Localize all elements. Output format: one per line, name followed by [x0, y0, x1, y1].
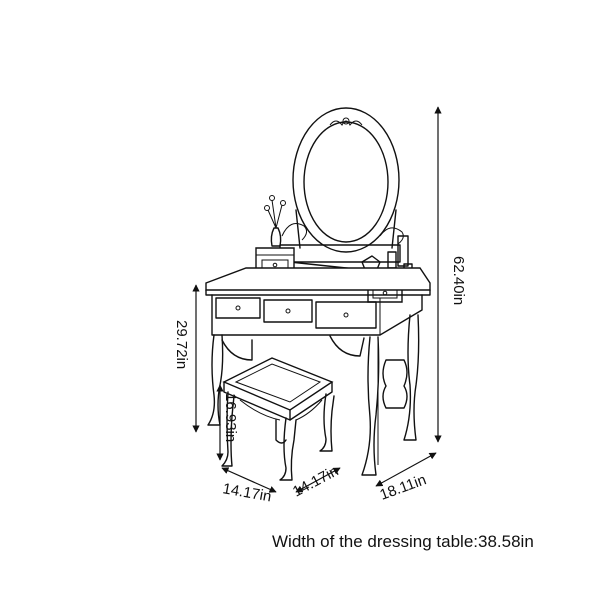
- front-drawer-left: [215, 297, 261, 319]
- table-top: [205, 267, 431, 336]
- dim-stool-depth: [295, 467, 341, 493]
- label-total-height: 62.40in: [450, 256, 467, 305]
- label-stool-width: 14.17in: [221, 480, 272, 505]
- table-legs: [207, 314, 420, 476]
- dim-stool-width: [221, 467, 277, 493]
- label-stool-height: 16.93in: [222, 393, 239, 442]
- label-table-height: 29.72in: [173, 320, 190, 369]
- front-drawer-right: [315, 301, 377, 329]
- label-table-depth: 18.11in: [378, 471, 429, 503]
- dim-table-depth: [375, 452, 437, 487]
- label-stool-depth: 14.17in: [290, 462, 341, 500]
- width-caption: Width of the dressing table:38.58in: [272, 532, 534, 551]
- front-drawer-middle: [263, 299, 313, 323]
- vase-icon: [264, 195, 286, 247]
- cosmetics-icon: [361, 235, 413, 273]
- oval-mirror: [292, 107, 400, 253]
- stool: [221, 357, 335, 481]
